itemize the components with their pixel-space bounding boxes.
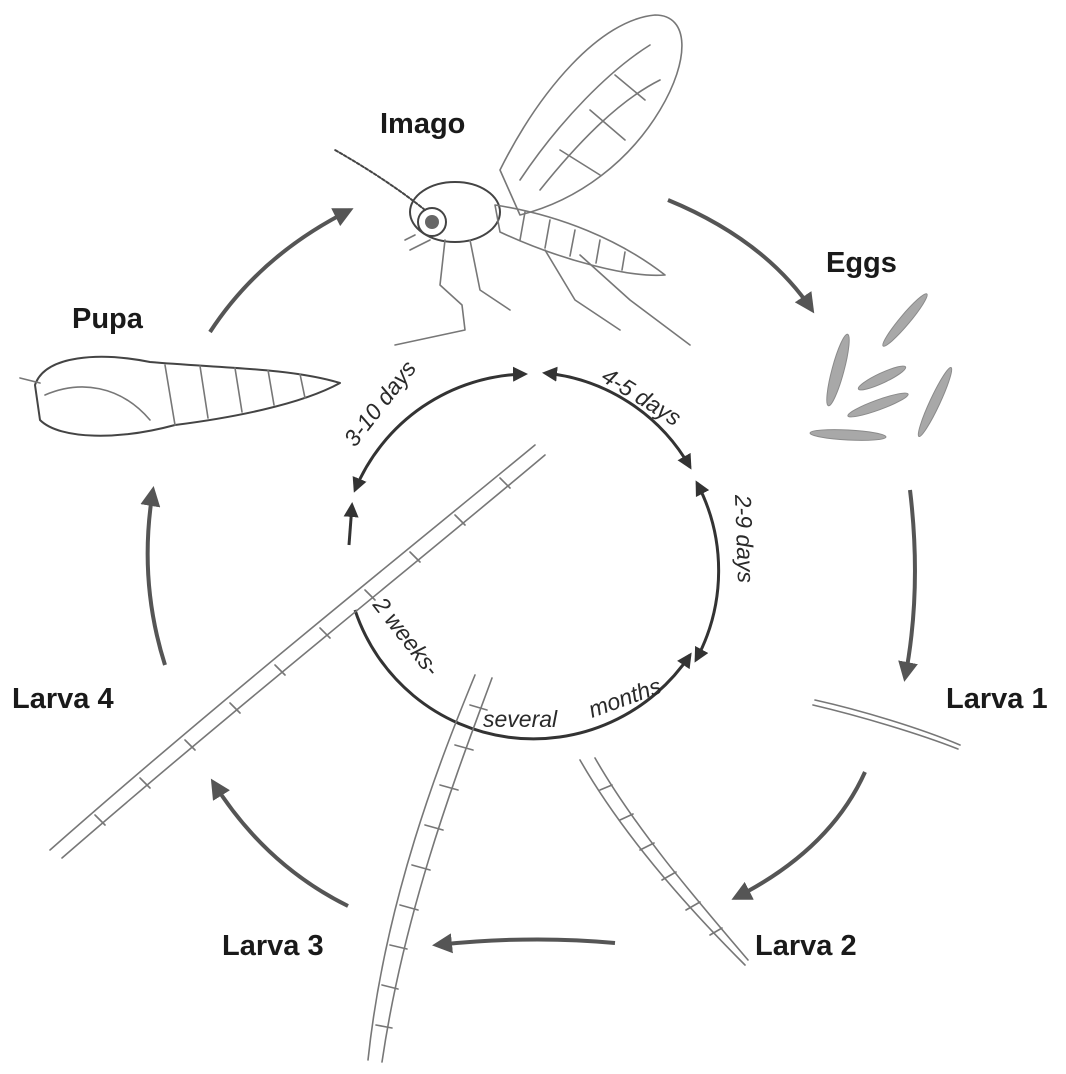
arrow-larva4-to-pupa (148, 490, 165, 665)
eggs-illustration (810, 291, 956, 442)
label-larva3: Larva 3 (222, 930, 324, 962)
arrow-larva2-to-larva3 (436, 939, 615, 945)
arc-eggs-to-larva1 (696, 483, 719, 660)
arrow-larva1-to-larva2 (735, 772, 865, 898)
larva1-illustration (813, 700, 960, 749)
pupa-illustration (20, 357, 340, 436)
arc-larva4-to-pupa-tick (349, 505, 352, 545)
duration-imago-to-eggs: 4-5 days (597, 362, 686, 431)
duration-larval-part2: several (483, 706, 558, 732)
label-larva2: Larva 2 (755, 930, 857, 962)
label-larva4: Larva 4 (12, 683, 114, 715)
duration-eggs-to-larva1: 2-9 days (730, 493, 759, 584)
label-imago: Imago (380, 108, 465, 140)
larva2-illustration (580, 758, 748, 965)
duration-larval-part1: 2 weeks- (367, 591, 445, 681)
arrow-larva3-to-larva4 (213, 782, 348, 906)
arrow-pupa-to-imago (210, 210, 350, 332)
larva3-illustration (368, 675, 492, 1062)
duration-pupa-to-imago: 3-10 days (338, 355, 421, 451)
label-larva1: Larva 1 (946, 683, 1048, 715)
label-pupa: Pupa (72, 303, 144, 335)
arrow-eggs-to-larva1 (905, 490, 915, 678)
imago-illustration (335, 15, 690, 345)
larva4-illustration (50, 445, 545, 858)
arrow-imago-to-eggs (668, 200, 812, 310)
label-eggs: Eggs (826, 247, 897, 279)
